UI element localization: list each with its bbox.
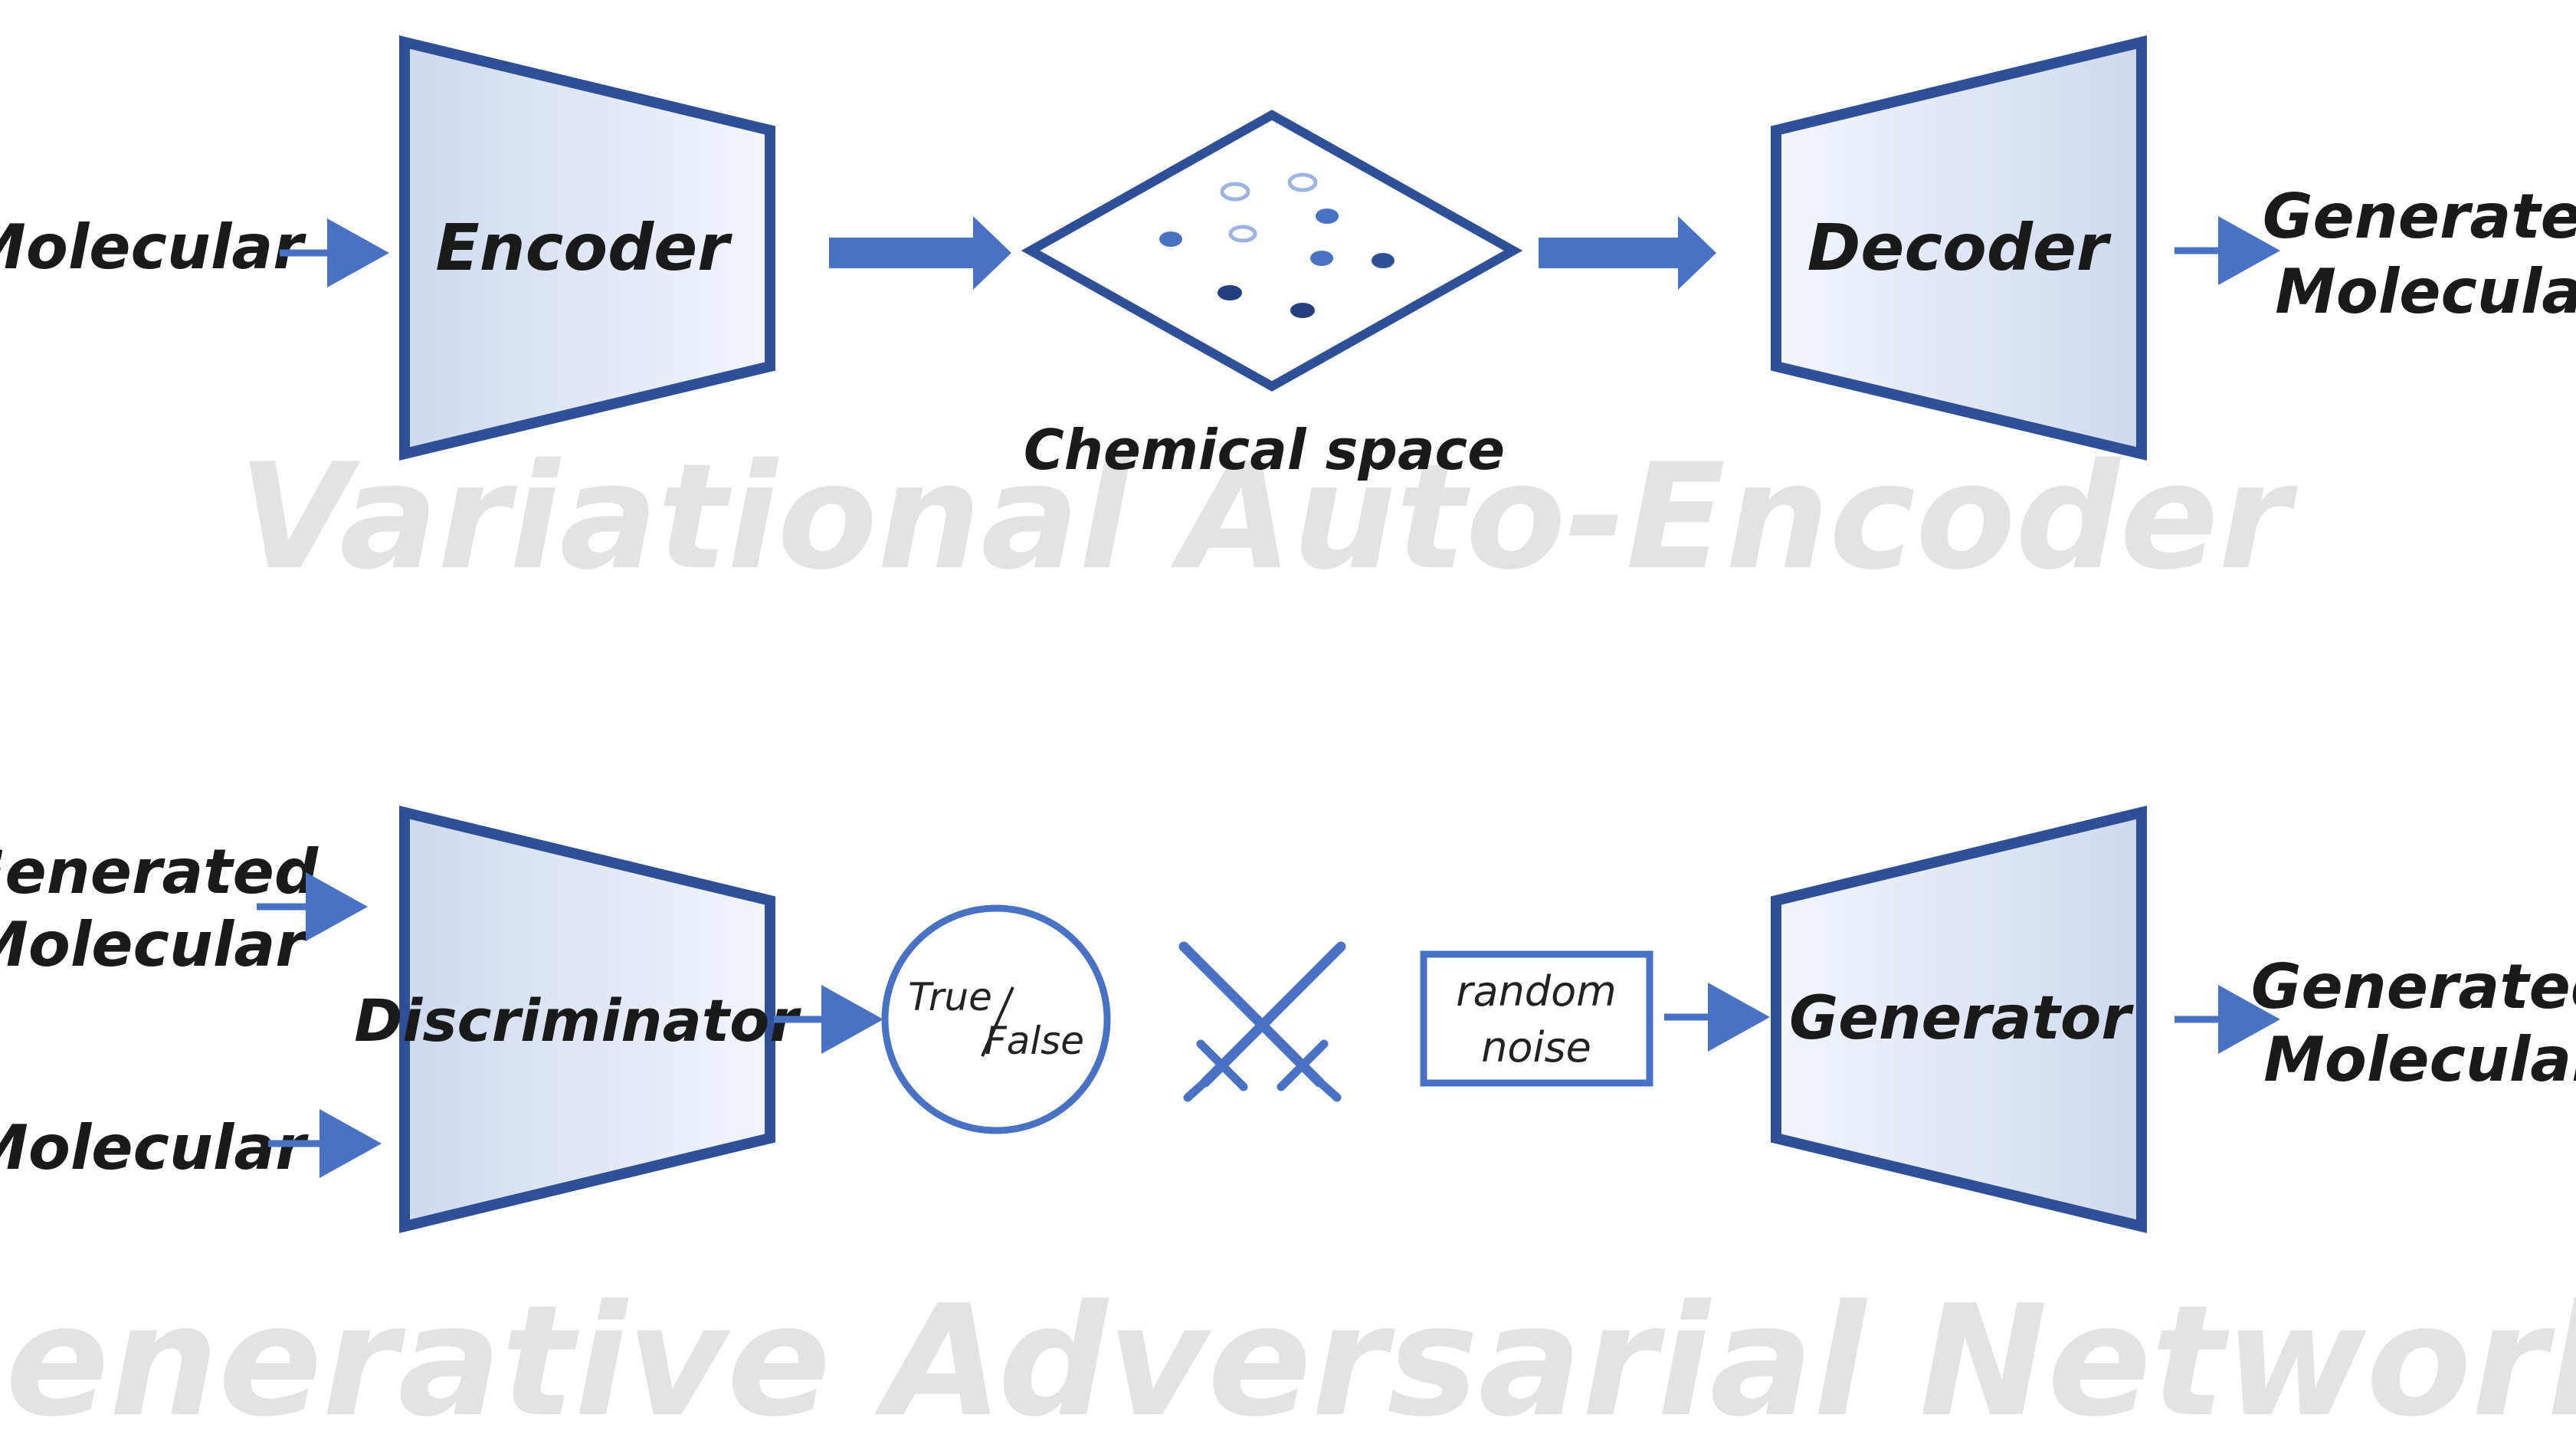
latent-point bbox=[1290, 303, 1315, 318]
chemical-space-diamond bbox=[1021, 110, 1523, 392]
vae-input-label: Molecular bbox=[0, 212, 306, 283]
decision-circle bbox=[881, 904, 1111, 1134]
gan-output-label-line1: Generated bbox=[2251, 951, 2576, 1022]
latent-point bbox=[1218, 285, 1242, 300]
discriminator-label: Discriminator bbox=[354, 986, 801, 1055]
latent-point bbox=[1310, 251, 1333, 266]
vae-output-label-line2: Molecular bbox=[2275, 256, 2576, 327]
random-noise-label-line2: noise bbox=[1481, 1023, 1591, 1072]
gan-input1-label-line2: Molecular bbox=[0, 909, 309, 980]
decision-false-label: False bbox=[985, 1019, 1084, 1063]
gan-input2-label: Molecular bbox=[0, 1112, 309, 1183]
gan-input1-label-line1: Generated bbox=[0, 836, 319, 907]
decision-true-label: True bbox=[908, 975, 992, 1019]
sword-hilt bbox=[1309, 1072, 1342, 1102]
latent-point bbox=[1287, 172, 1318, 192]
latent-points bbox=[1159, 172, 1395, 318]
decoder-block bbox=[1771, 35, 2147, 461]
gan-output-label-line2: Molecular bbox=[2263, 1024, 2576, 1095]
sword-guard bbox=[1277, 1039, 1329, 1091]
sword-blade bbox=[1200, 941, 1346, 1088]
decoder-label: Decoder bbox=[1807, 210, 2112, 285]
sword-hilt bbox=[1183, 1072, 1215, 1102]
generator-block bbox=[1771, 806, 2147, 1233]
latent-point bbox=[1228, 225, 1257, 243]
latent-point bbox=[1372, 253, 1395, 268]
sword-blade bbox=[1178, 941, 1325, 1088]
crossed-swords-icon bbox=[1178, 941, 1346, 1102]
latent-point bbox=[1159, 231, 1182, 247]
encoder-to-latent-arrow bbox=[829, 216, 1011, 290]
discriminator-block bbox=[399, 806, 775, 1233]
random-noise-label-line1: random bbox=[1456, 967, 1616, 1016]
generator-label: Generator bbox=[1789, 984, 2134, 1053]
latent-point bbox=[1220, 182, 1250, 202]
vae-title: Variational Auto-Encoder bbox=[238, 432, 2298, 602]
decision-divider bbox=[981, 986, 1014, 1057]
chemical-space-label: Chemical space bbox=[1024, 418, 1505, 482]
vae-output-label-line1: Generated bbox=[2263, 181, 2576, 252]
random-noise-box bbox=[1420, 950, 1653, 1087]
latent-to-decoder-arrow bbox=[1539, 216, 1716, 290]
sword-guard bbox=[1196, 1039, 1248, 1091]
latent-point bbox=[1316, 208, 1339, 224]
encoder-label: Encoder bbox=[435, 210, 732, 285]
encoder-block bbox=[399, 35, 775, 461]
gan-title: Generative Adversarial Network bbox=[0, 1272, 2576, 1440]
